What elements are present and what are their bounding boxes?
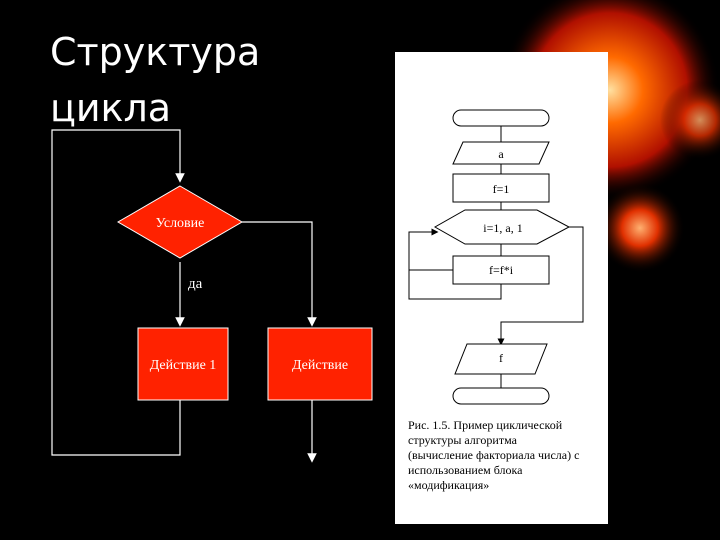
no-branch-line: [242, 221, 317, 327]
caption-line: Рис. 1.5. Пример циклической: [408, 418, 563, 432]
caption-line: использованием блока: [408, 463, 523, 477]
caption-line: структуры алгоритма: [408, 433, 517, 447]
caption-line: (вычисление факториала числа) с: [408, 448, 580, 462]
action2-block: [267, 327, 373, 401]
end-terminator: [452, 387, 550, 405]
loop-modification-block: [433, 209, 571, 245]
caption-line: «модификация»: [408, 478, 490, 492]
example-figure-panel: a f=1 i=1, a, 1 f=f*i f: [395, 52, 608, 524]
title-line-1: Структура: [50, 30, 261, 74]
init-block: [452, 173, 550, 203]
output-label: f: [499, 351, 503, 365]
action2-label: Действие: [292, 358, 348, 373]
figure-caption: Рис. 1.5. Пример циклической структуры а…: [408, 418, 613, 493]
condition-label: Условие: [156, 216, 205, 231]
init-label: f=1: [493, 182, 510, 196]
loop-label: i=1, a, 1: [483, 221, 522, 235]
output-block: [454, 343, 548, 375]
loop-structure-diagram: Условие да Действие 1 Действие: [51, 129, 373, 463]
condition-diamond: [117, 185, 243, 259]
orb-tiny: [660, 80, 720, 160]
loop-exit-line: [497, 226, 584, 346]
action1-label: Действие 1: [150, 358, 217, 373]
orb-small: [595, 183, 685, 273]
input-block: [452, 141, 550, 165]
body-label: f=f*i: [489, 263, 514, 277]
body-block: [452, 255, 550, 285]
title-line-2: цикла: [50, 86, 172, 130]
action1-block: [137, 327, 229, 401]
body-return-line: [408, 231, 453, 299]
yes-label: да: [188, 276, 203, 292]
factorial-flowchart: a f=1 i=1, a, 1 f=f*i f: [408, 109, 584, 405]
slide-title: Структура цикла: [50, 24, 260, 136]
input-label: a: [498, 147, 504, 161]
loop-return-line: [51, 129, 185, 456]
start-terminator: [452, 109, 550, 127]
